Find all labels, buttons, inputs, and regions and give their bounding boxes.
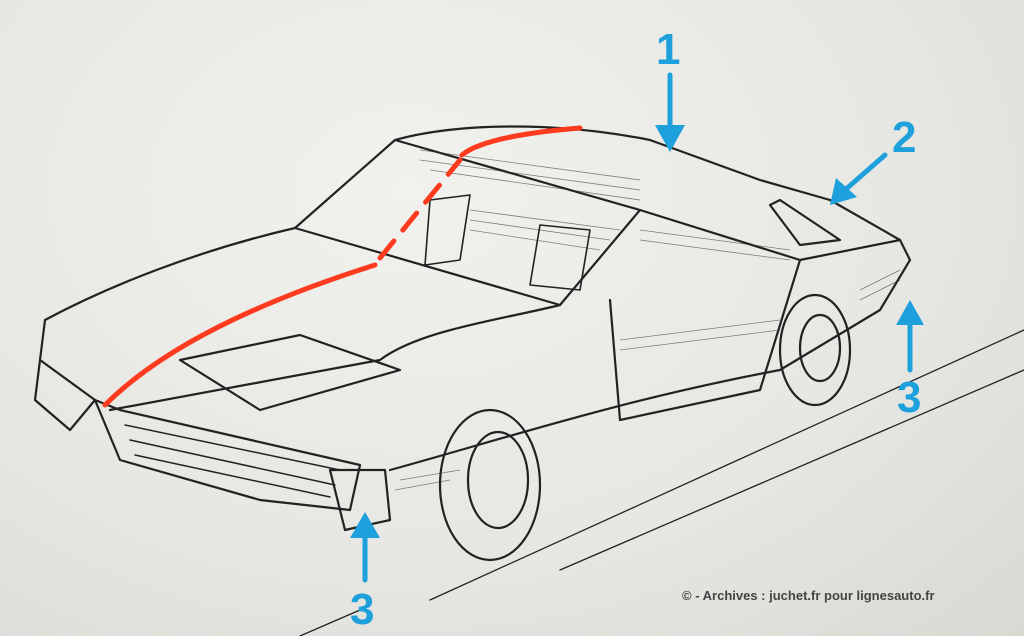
hood-cowl [108,303,562,412]
arrow-3-front-icon [350,512,380,583]
arrow-2-icon [830,152,888,205]
rear-quarter-window [768,198,842,247]
annotation-label-2: 2 [892,113,917,162]
front-corner-bumper [328,468,392,532]
front-grille [93,398,362,512]
body-side [388,198,912,472]
windshield [293,138,642,307]
rear-wheel [778,293,852,407]
arrow-3-rear-icon [896,300,924,373]
annotation-label-1: 1 [656,25,681,74]
roof-outline [393,125,832,202]
door [608,258,802,422]
copyright-caption: © - Archives : juchet.fr pour lignesauto… [682,588,935,603]
red-centerline [102,125,583,408]
front-wheel [438,408,542,562]
hood-left [38,226,297,402]
left-bumper [33,358,97,432]
annotation-label-3-front: 3 [350,585,375,634]
hood-bulge [178,333,402,412]
arrow-1-icon [655,72,685,152]
annotation-label-3-rear: 3 [897,373,922,422]
